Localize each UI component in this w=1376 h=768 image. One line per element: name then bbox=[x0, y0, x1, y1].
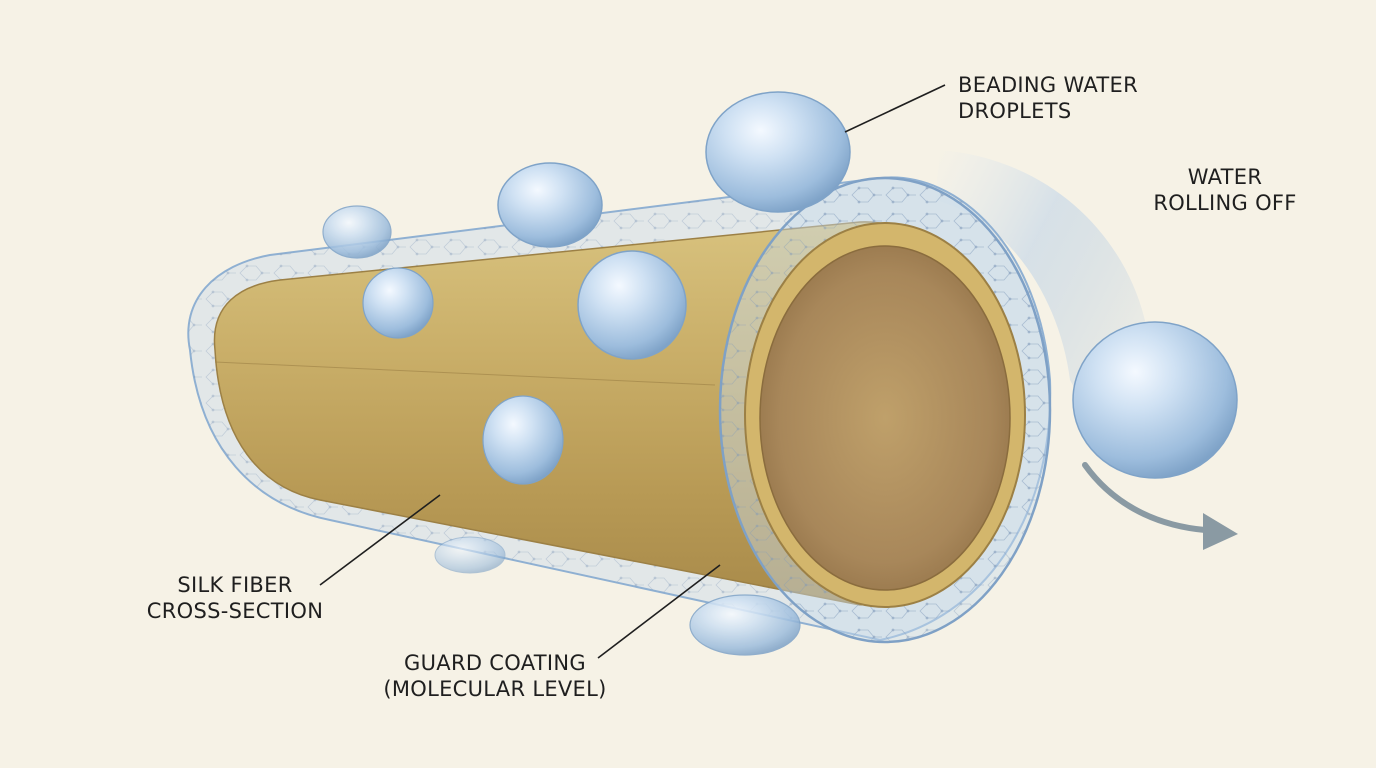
label-water-rolling-line1: WATER bbox=[1187, 165, 1263, 189]
droplet-left bbox=[362, 267, 434, 339]
droplet-rolling-off bbox=[1072, 321, 1238, 479]
label-beading-water-line1: BEADING WATER bbox=[958, 73, 1139, 97]
label-water-rolling: WATER ROLLING OFF bbox=[1140, 164, 1310, 216]
label-silk-fiber-line2: CROSS-SECTION bbox=[146, 599, 324, 623]
label-water-rolling-line2: ROLLING OFF bbox=[1153, 191, 1297, 215]
water-droplets bbox=[322, 91, 1238, 656]
leader-silk-fiber bbox=[319, 494, 441, 586]
label-beading-water: BEADING WATER DROPLETS bbox=[958, 72, 1138, 124]
droplet-center bbox=[577, 250, 687, 360]
leader-beading-water bbox=[844, 84, 946, 133]
droplet-large-top bbox=[705, 91, 851, 213]
label-guard-coating-line1: GUARD COATING bbox=[404, 651, 586, 675]
fiber-hollow bbox=[759, 245, 1011, 591]
label-beading-water-line2: DROPLETS bbox=[958, 99, 1072, 123]
label-guard-coating-line2: (MOLECULAR LEVEL) bbox=[383, 677, 607, 701]
leader-guard-coating bbox=[597, 564, 721, 659]
droplet-lower bbox=[482, 395, 564, 485]
droplet-bottom bbox=[689, 594, 801, 656]
droplet-top-mid bbox=[497, 162, 603, 248]
rolling-arrow-shaft bbox=[1082, 462, 1208, 533]
droplet-top-left bbox=[322, 205, 392, 259]
label-guard-coating: GUARD COATING (MOLECULAR LEVEL) bbox=[375, 650, 615, 702]
fiber-seam-line bbox=[214, 361, 716, 386]
label-silk-fiber-line1: SILK FIBER bbox=[177, 573, 293, 597]
droplet-bottom-left bbox=[434, 536, 506, 574]
water-streak bbox=[935, 150, 1150, 402]
label-silk-fiber: SILK FIBER CROSS-SECTION bbox=[130, 572, 340, 624]
rolling-arrow-head bbox=[1203, 513, 1238, 550]
